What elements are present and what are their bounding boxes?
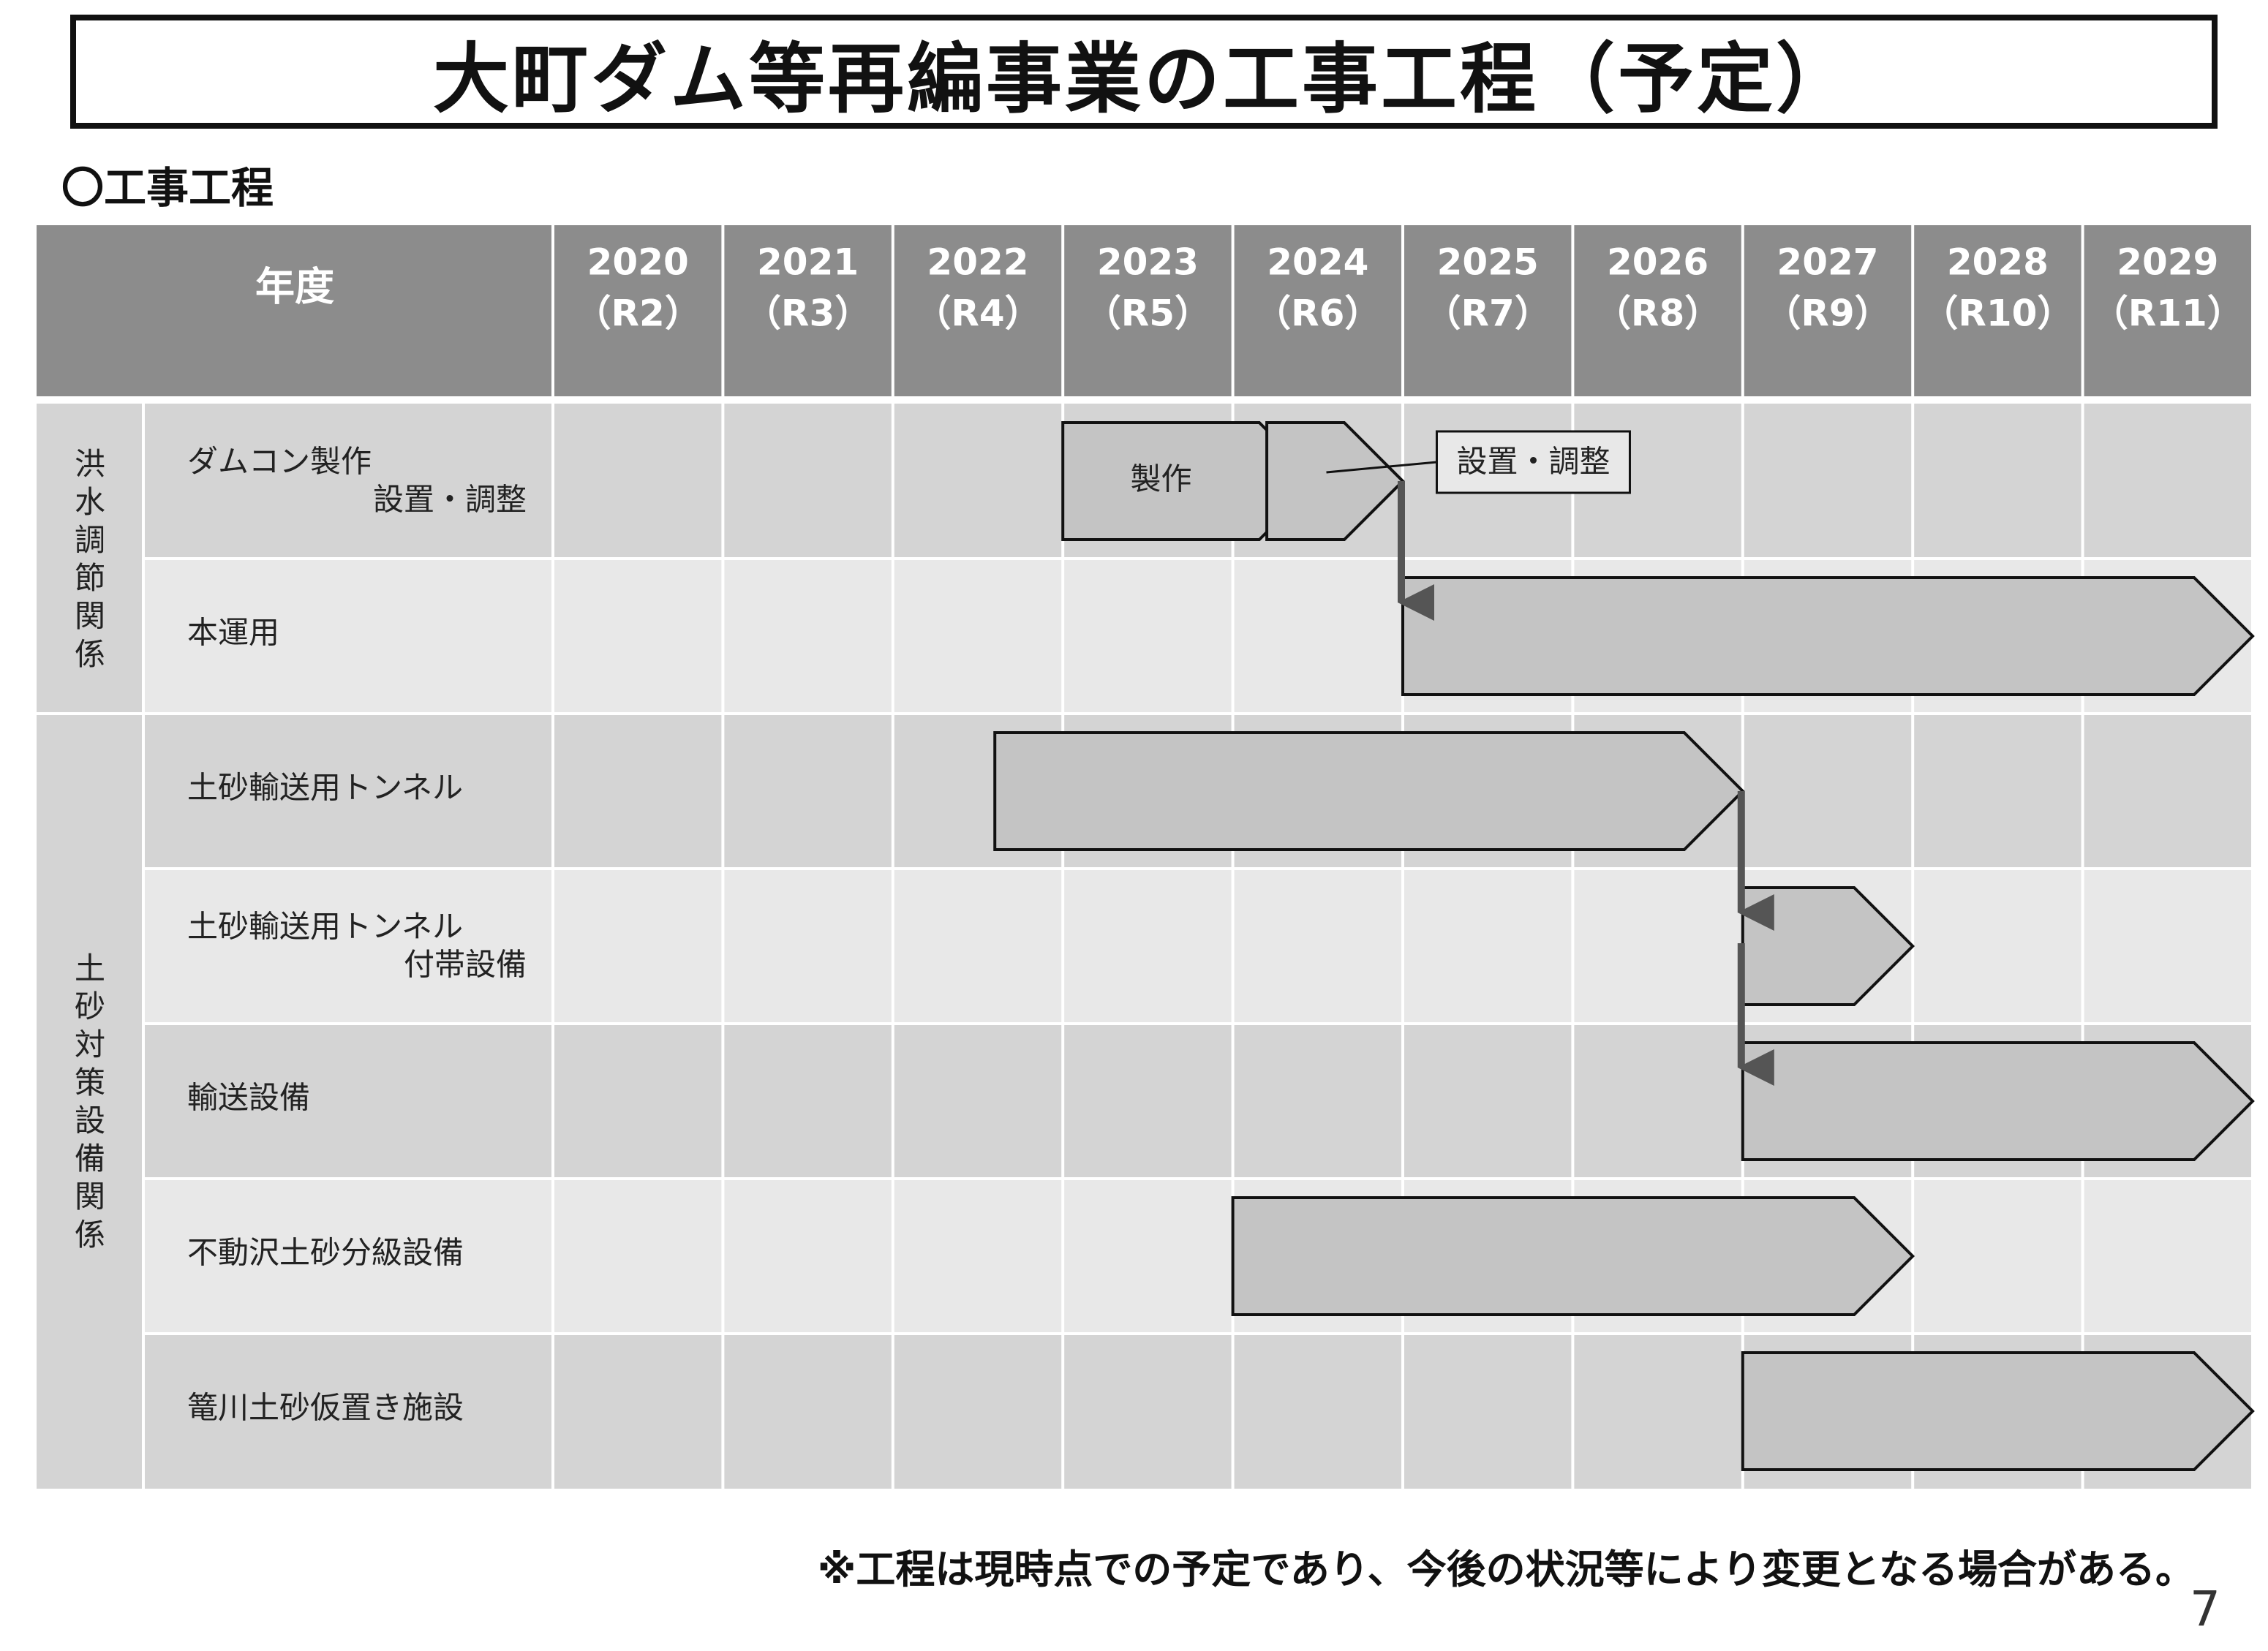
year-label-2020: 2020 <box>587 241 689 284</box>
year-label-2022: 2022 <box>927 241 1028 284</box>
callout-leader-0 <box>1326 461 1437 474</box>
bar-row-0-1 <box>1265 421 1405 541</box>
row-label-5: 不動沢土砂分級設備 <box>187 1235 464 1271</box>
era-label-2026: （R8） <box>1594 292 1721 335</box>
bar-row-6-7 <box>1741 1351 2255 1471</box>
era-label-2022: （R4） <box>914 292 1041 335</box>
year-label-2028: 2028 <box>1947 241 2049 284</box>
group-label-1: 土砂対策設備関係 <box>75 951 105 1253</box>
year-label-2025: 2025 <box>1437 241 1539 284</box>
row-label-3-line-2: 付帯設備 <box>404 947 527 983</box>
row-label-4: 輸送設備 <box>187 1080 310 1116</box>
header-separator <box>37 396 2253 404</box>
era-label-2020: （R2） <box>575 292 701 335</box>
year-label-2023: 2023 <box>1097 241 1199 284</box>
year-label-2024: 2024 <box>1267 241 1368 284</box>
era-label-2024: （R6） <box>1254 292 1381 335</box>
section-label: 〇工事工程 <box>61 163 274 213</box>
year-label-2026: 2026 <box>1607 241 1708 284</box>
era-label-2028: （R10） <box>1921 292 2073 335</box>
era-label-2021: （R3） <box>745 292 871 335</box>
group-column <box>37 404 143 1489</box>
header-row <box>37 225 2253 396</box>
callout-label-0: 設置・調整 <box>1456 444 1610 480</box>
row-label-0-line-2: 設置・調整 <box>373 482 527 518</box>
bar-row-1-2 <box>1401 576 2255 696</box>
era-label-2027: （R9） <box>1764 292 1891 335</box>
year-label-2029: 2029 <box>2117 241 2218 284</box>
page-number: 7 <box>2190 1581 2220 1637</box>
row-label-6: 篭川土砂仮置き施設 <box>187 1390 464 1426</box>
group-label-0: 洪水調節関係 <box>75 446 105 672</box>
page-title: 大町ダム等再編事業の工事工程（予定） <box>432 34 1855 124</box>
era-label-2029: （R11） <box>2092 292 2244 335</box>
year-label-2021: 2021 <box>757 241 859 284</box>
row-label-0-line-1: ダムコン製作 <box>187 444 372 480</box>
year-label-2027: 2027 <box>1777 241 1878 284</box>
row-label-2: 土砂輸送用トンネル <box>187 770 463 806</box>
bar-label-0: 製作 <box>1130 461 1191 497</box>
bar-row-4-5 <box>1741 1041 2255 1161</box>
callout-box-0 <box>1435 430 1631 494</box>
bar-row-5-6 <box>1231 1196 1915 1316</box>
bar-row-2-3 <box>993 731 1745 851</box>
row-label-3-line-1: 土砂輸送用トンネル <box>187 909 463 945</box>
era-label-2023: （R5） <box>1085 292 1211 335</box>
footnote: ※工程は現時点での予定であり、今後の状況等により変更となる場合がある。 <box>817 1546 2195 1593</box>
title-box: 大町ダム等再編事業の工事工程（予定） <box>70 15 2218 129</box>
row-label-1: 本運用 <box>187 615 279 651</box>
header-label: 年度 <box>255 264 334 310</box>
era-label-2025: （R7） <box>1425 292 1551 335</box>
